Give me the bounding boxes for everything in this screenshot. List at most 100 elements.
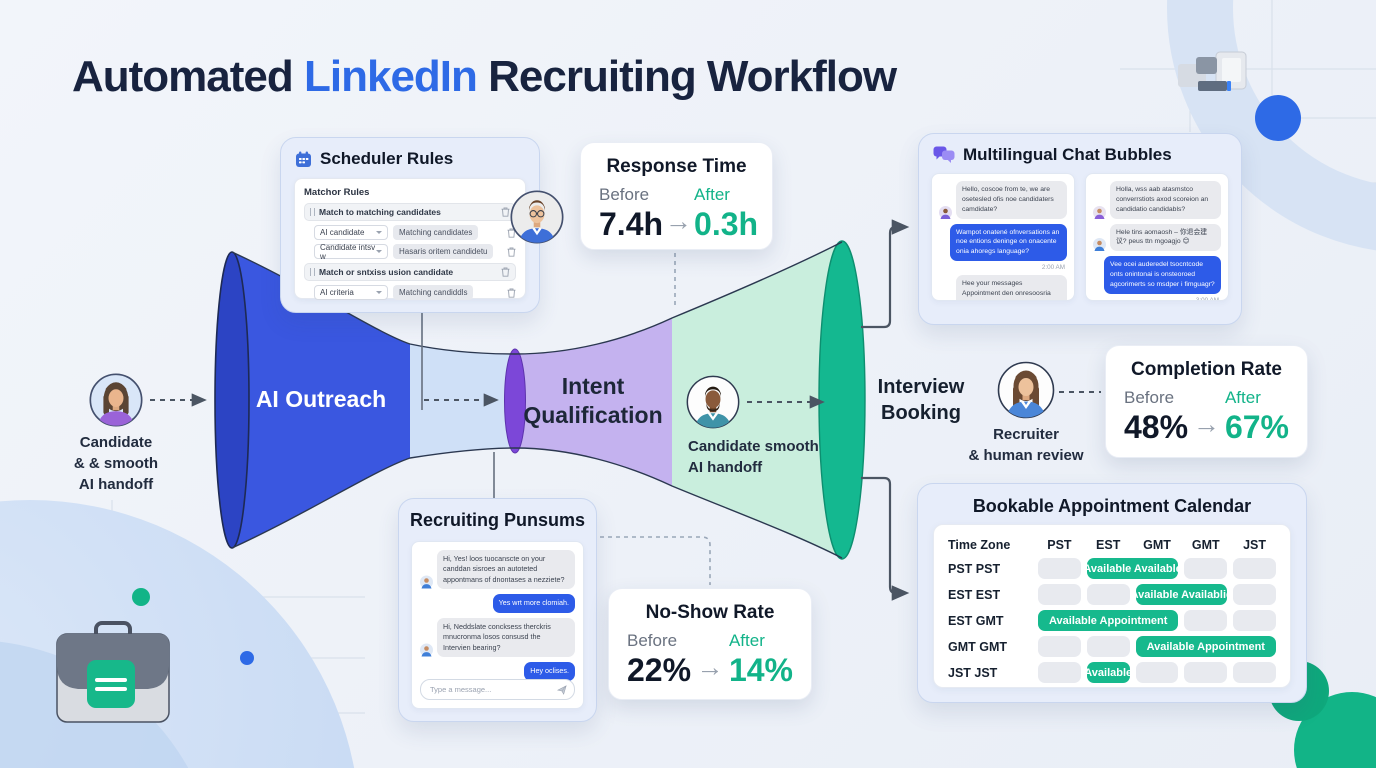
rule-group-row[interactable]: Match or sntxiss usion candidate xyxy=(304,263,516,281)
chat-message: Hele tins aomaosh – 你退会建议? peus ttn mgoa… xyxy=(1093,223,1221,252)
match-chip[interactable]: Matching candidates xyxy=(393,225,479,240)
decor-blue-dot xyxy=(240,651,254,665)
empty-slot xyxy=(1184,558,1228,579)
drag-handle-icon[interactable] xyxy=(310,208,315,216)
before-label: Before xyxy=(627,631,678,650)
funnel-stage-intent xyxy=(515,318,672,486)
multilingual-card-title: Multilingual Chat Bubbles xyxy=(963,145,1172,164)
empty-slot xyxy=(1184,662,1228,683)
rule-field-row: AI criteria Matching candiddls xyxy=(314,285,516,300)
interview-booking-label: Interview Booking xyxy=(877,376,965,424)
match-chip[interactable]: Hasaris oritem candidetu xyxy=(393,244,494,259)
funnel-waist-ellipse xyxy=(504,348,526,454)
arrow-right-icon: → xyxy=(665,206,693,236)
available-slot[interactable]: Available Available xyxy=(1086,558,1179,579)
connector-lines xyxy=(421,313,495,500)
available-slot[interactable]: Available Appointment xyxy=(1135,636,1276,657)
available-slot[interactable]: Available Appointment xyxy=(1038,610,1179,631)
empty-slot xyxy=(1233,584,1276,605)
candidate-mid-label: Candidate smooth AI handoff xyxy=(688,438,819,476)
empty-slot xyxy=(1233,558,1276,579)
matcher-rules-heading: Matchor Rules xyxy=(304,187,370,198)
before-value: 7.4h xyxy=(599,206,664,242)
page-title: Automated LinkedIn Recruiting Workflow xyxy=(72,52,897,102)
empty-slot xyxy=(1038,584,1081,605)
row-label: JST JST xyxy=(948,665,998,680)
chat-bubble: Hello, coscoe from te, we are osetesled … xyxy=(956,181,1067,219)
message-input-bar xyxy=(420,679,575,700)
chat-bubble: Holla, wss aab atasmstco converrstiots a… xyxy=(1110,181,1221,219)
chat-bubble: Hi, Yes! loos tuocanscte on your canddan… xyxy=(437,550,575,590)
chat-message: Hey oclises. xyxy=(420,662,575,681)
chat-panel-right: Holla, wss aab atasmstco converrstiots a… xyxy=(1085,173,1229,301)
field-select[interactable]: Candidate intsv w xyxy=(314,243,388,261)
empty-slot xyxy=(1233,610,1276,631)
before-label: Before xyxy=(1124,388,1175,407)
before-value: 48% xyxy=(1124,409,1189,445)
chat-message: Hee your messages Appointment den onreso… xyxy=(939,275,1067,300)
title-part2: Recruiting Workflow xyxy=(476,52,897,101)
calendar-card-title: Bookable Appointment Calendar xyxy=(972,496,1252,516)
decor-green-dot xyxy=(132,588,150,606)
stat-card-title: Completion Rate xyxy=(1131,359,1282,380)
trash-icon[interactable] xyxy=(507,288,516,298)
send-icon[interactable] xyxy=(557,684,567,695)
column-header: EST xyxy=(1096,537,1121,552)
row-label: PST PST xyxy=(948,561,1001,576)
trash-icon[interactable] xyxy=(507,247,516,257)
message-input[interactable] xyxy=(428,684,553,695)
field-select[interactable]: AI candidate xyxy=(314,225,388,240)
column-header: GMT xyxy=(1143,537,1171,552)
recruiter-label: Recruiter & human review xyxy=(968,426,1084,464)
appointment-calendar-card: Bookable Appointment Calendar Time Zone … xyxy=(917,483,1307,703)
field-select[interactable]: AI criteria xyxy=(314,285,388,300)
funnel-outline xyxy=(231,241,843,559)
scheduler-card-title: Scheduler Rules xyxy=(320,149,454,168)
chat-bubble: Hele tins aomaosh – 你退会建议? peus ttn mgoa… xyxy=(1110,223,1221,252)
chat-panel-left: Hello, coscoe from te, we are osetesled … xyxy=(931,173,1075,301)
decor-blue-circle xyxy=(1255,95,1301,141)
empty-slot xyxy=(1038,558,1081,579)
decor-squares xyxy=(1178,51,1247,91)
rule-group-row[interactable]: Match to matching candidates xyxy=(304,203,516,221)
after-label: After xyxy=(1224,388,1261,407)
available-slot[interactable]: Available Availablie xyxy=(1135,584,1228,605)
funnel-neck xyxy=(410,344,515,458)
column-header: Time Zone xyxy=(948,537,1011,552)
trash-icon[interactable] xyxy=(501,267,510,277)
chat-message: Holla, wss aab atasmstco converrstiots a… xyxy=(1093,181,1221,219)
avatar xyxy=(1093,205,1106,219)
available-slot[interactable]: Available xyxy=(1086,662,1130,683)
row-label: EST GMT xyxy=(948,613,1004,628)
chevron-down-icon xyxy=(376,291,382,294)
chat-bubble: Hee your messages Appointment den onreso… xyxy=(956,275,1067,300)
timestamp: 2:00 AM xyxy=(1041,264,1065,272)
before-label: Before xyxy=(599,185,650,204)
avatar xyxy=(420,643,433,657)
empty-slot xyxy=(1086,584,1130,605)
drag-handle-icon[interactable] xyxy=(310,268,315,276)
funnel-label-intent-qualification: Intent Qualification xyxy=(523,373,663,428)
avatar xyxy=(939,205,952,219)
before-value: 22% xyxy=(627,652,692,688)
trash-icon[interactable] xyxy=(501,207,510,217)
empty-slot xyxy=(1184,610,1228,631)
empty-slot xyxy=(1135,662,1179,683)
empty-slot xyxy=(1086,636,1130,657)
stat-card-title: Response Time xyxy=(606,156,747,177)
linkedin-brand: LinkedIn xyxy=(304,52,478,101)
flow-arrows xyxy=(150,391,1101,409)
chat-bubbles-icon xyxy=(933,146,955,163)
funnel-stage-ai-outreach xyxy=(232,252,410,548)
recruiting-card-title: Recruiting Punsums xyxy=(409,510,586,530)
empty-slot xyxy=(1233,662,1276,683)
row-label: GMT GMT xyxy=(948,639,1008,654)
match-chip[interactable]: Matching candiddls xyxy=(393,285,474,300)
column-header: JST xyxy=(1243,537,1267,552)
stat-card-title: No-Show Rate xyxy=(645,602,775,623)
